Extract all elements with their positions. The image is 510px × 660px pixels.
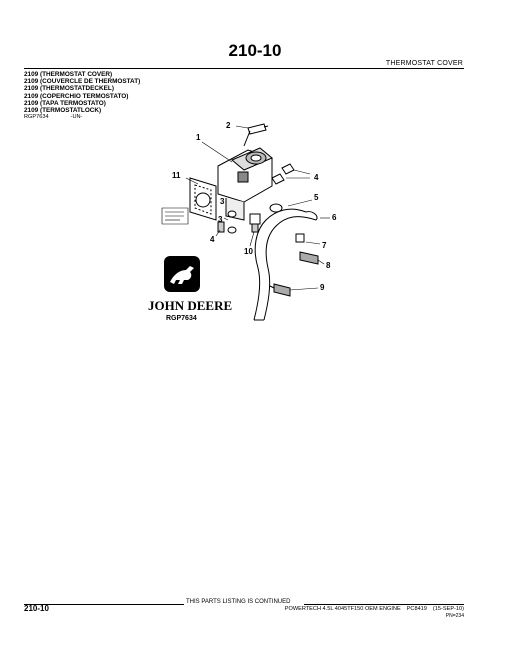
page-code: PN=234 — [445, 613, 464, 619]
footer-page-number: 210-10 — [24, 604, 49, 613]
callout-11: 11 — [172, 171, 181, 180]
engine-model: POWERTECH 4.5L 4045TF150 OEM ENGINE — [284, 606, 401, 612]
callout-4: 4 — [314, 173, 319, 182]
logo-wordmark: JOHN DEERE — [148, 298, 232, 313]
section-title: THERMOSTAT COVER — [385, 60, 463, 67]
john-deere-logo — [164, 256, 200, 292]
callout-7: 7 — [322, 241, 327, 250]
gasket — [189, 177, 217, 221]
bolt — [243, 123, 269, 147]
caption-line: 2109 (COUVERCLE DE THERMOSTAT) — [24, 78, 141, 86]
footer-divider-left — [24, 604, 184, 605]
caption-line: 2109 (COPERCHIO TERMOSTATO) — [24, 92, 129, 100]
leader-lines — [185, 125, 330, 291]
continued-notice: THIS PARTS LISTING IS CONTINUED — [186, 599, 291, 605]
callout-10: 10 — [244, 247, 253, 256]
fitting — [217, 210, 261, 234]
serial-code: -UN- — [70, 114, 83, 120]
callout-2: 2 — [226, 121, 231, 130]
figure-ref-code: RGP7634 — [24, 114, 49, 120]
callout-5: 5 — [314, 193, 319, 202]
thermostat-housing — [217, 147, 273, 221]
caption-line: 2109 (TERMOSTATLOCK) — [24, 107, 102, 115]
callout-1: 1 — [196, 133, 201, 142]
coolant-hose — [253, 208, 318, 321]
figure-id: RGP7634 — [166, 315, 197, 322]
footer-divider-right — [304, 604, 464, 605]
clips — [269, 233, 319, 297]
callout-6: 6 — [332, 213, 337, 222]
callout-9: 9 — [320, 283, 325, 292]
revision-date: (15-SEP-10) — [432, 606, 464, 612]
detail-tag — [161, 207, 189, 225]
callout-8: 8 — [326, 261, 331, 270]
parts-diagram: 1 2 3 4 5 6 7 8 9 10 11 3 4 JOHN DEERE R… — [148, 121, 337, 322]
callout-3: 3 — [218, 215, 223, 224]
header-divider — [24, 68, 464, 69]
page-title: 210-10 — [228, 41, 282, 60]
callout-4b: 4 — [210, 235, 215, 244]
figure-reference: RGP7634 -UN- — [24, 114, 104, 120]
hose-clamp — [269, 203, 283, 213]
cap-screws — [271, 163, 295, 185]
figure-caption: 2109 (THERMOSTAT COVER) 2109 (COUVERCLE … — [24, 71, 140, 114]
catalog-number: PC8419 — [406, 606, 427, 612]
footer-info: POWERTECH 4.5L 4045TF150 OEM ENGINE PC841… — [279, 606, 464, 612]
caption-line: 2109 (THERMOSTAT COVER) — [24, 71, 113, 78]
caption-line: 2109 (THERMOSTATDECKEL) — [24, 85, 114, 93]
caption-line: 2109 (TAPA TERMOSTATO) — [24, 99, 106, 107]
callout-3b: 3 — [220, 197, 225, 206]
